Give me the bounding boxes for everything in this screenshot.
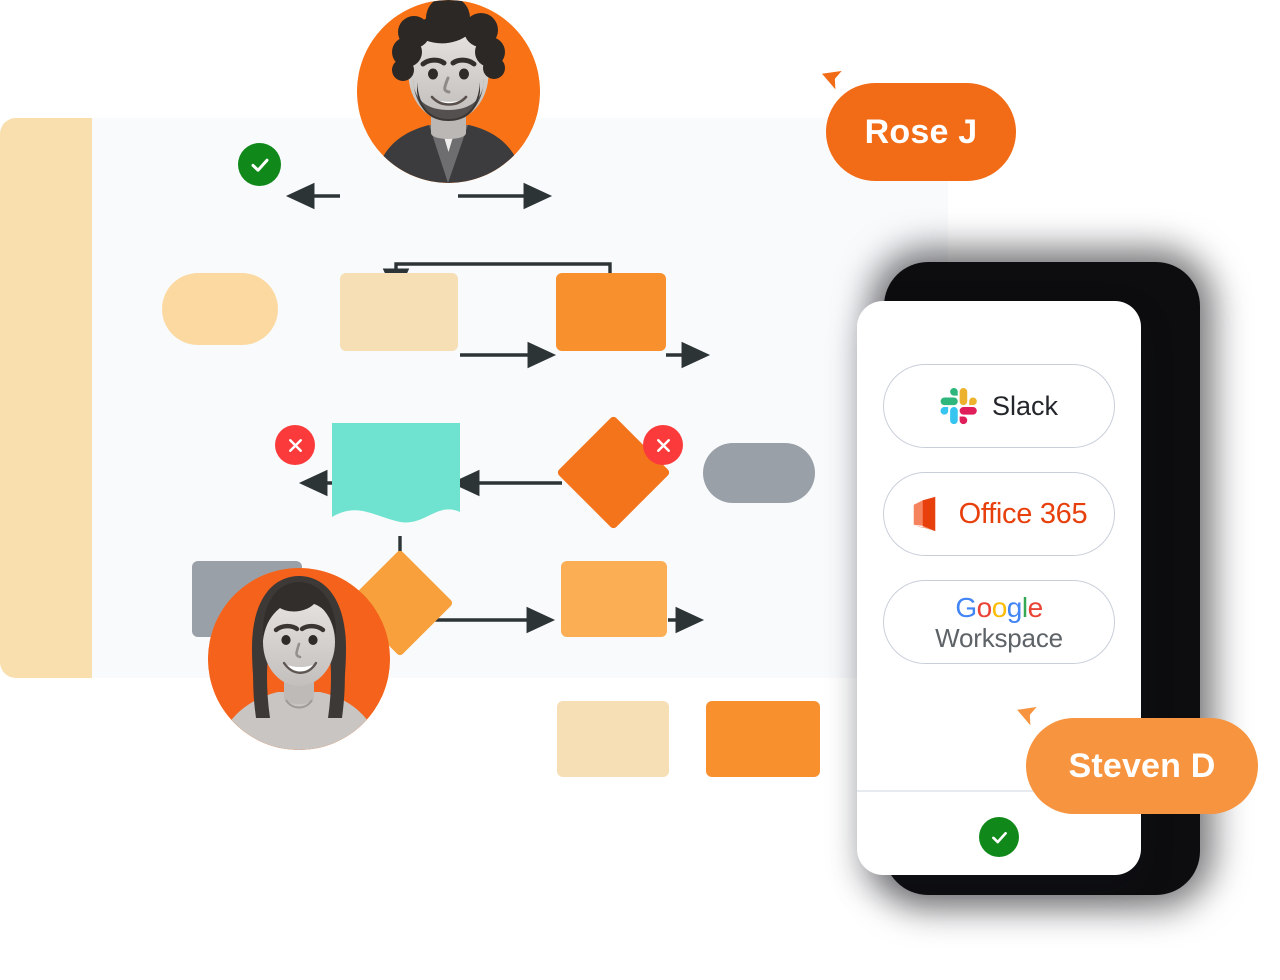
flow-node-rect-process-a[interactable] — [340, 273, 458, 351]
status-badge-error-blocked — [275, 425, 315, 465]
flow-node-rect-process-d[interactable] — [706, 701, 820, 777]
flow-node-document-note[interactable] — [332, 423, 460, 525]
google-wordmark: Google — [955, 591, 1043, 623]
divider — [857, 790, 1141, 792]
app-row-slack[interactable]: Slack — [883, 364, 1115, 448]
flow-node-pill-start[interactable] — [162, 273, 278, 345]
collaborator-label-steven[interactable]: Steven D — [1026, 718, 1258, 814]
close-icon — [656, 438, 670, 452]
google-workspace-icon: Google Workspace — [935, 591, 1063, 653]
avatar-male[interactable] — [357, 0, 540, 183]
app-list: Slack Office 365 Google Workspace — [857, 301, 1141, 688]
collaborator-name: Steven D — [1068, 746, 1216, 785]
cursor-pointer-icon-steven — [1013, 698, 1047, 734]
connector-layer — [285, 182, 711, 634]
app-label-office365: Office 365 — [958, 497, 1088, 530]
flow-node-rect-process-c[interactable] — [557, 701, 669, 777]
flowchart-canvas — [0, 118, 948, 777]
app-row-office365[interactable]: Office 365 — [883, 472, 1115, 556]
phone-screen: Slack Office 365 Google Workspace — [857, 301, 1141, 875]
app-label-workspace: Workspace — [935, 622, 1063, 653]
app-label-slack: Slack — [991, 390, 1059, 421]
office365-icon — [911, 495, 945, 533]
check-icon — [991, 831, 1007, 843]
status-badge-check-pill — [238, 143, 281, 186]
confirm-button[interactable] — [979, 817, 1019, 857]
flow-node-pill-end[interactable] — [703, 443, 815, 503]
avatar-female[interactable] — [208, 568, 390, 750]
cursor-pointer-icon-rose — [818, 62, 852, 98]
slack-icon — [940, 387, 978, 425]
flow-node-rect-rejected[interactable] — [561, 561, 667, 637]
app-row-google-workspace[interactable]: Google Workspace — [883, 580, 1115, 664]
check-icon — [251, 158, 268, 172]
flow-node-rect-process-b[interactable] — [556, 273, 666, 351]
collaborator-name: Rose J — [864, 112, 978, 151]
collaborator-label-rose[interactable]: Rose J — [826, 83, 1016, 181]
status-badge-error-rejected — [643, 425, 683, 465]
close-icon — [288, 438, 302, 452]
canvas-sidebar — [0, 118, 92, 678]
